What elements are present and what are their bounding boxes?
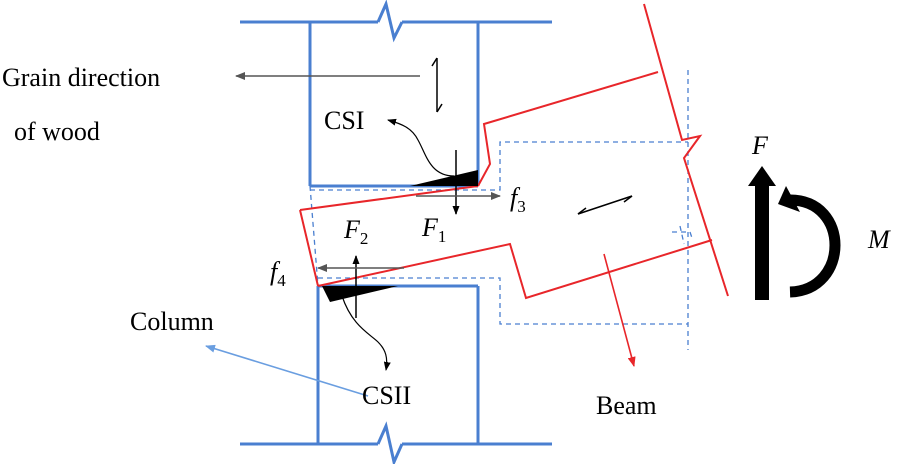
force-F-arrow [748,166,776,300]
moment-M-arrow [778,186,841,298]
compression-zone-csii [322,286,398,302]
beam-label: Beam [596,391,657,420]
original-beam-outline [309,70,693,350]
beam-leader [603,253,636,367]
csii-label: CSII [362,381,411,410]
grain-label-line1: Grain direction [2,63,160,92]
compression-zone-csi [410,170,478,186]
column-upper [240,0,552,188]
column-leader [205,344,369,397]
F2-label: F2 [343,215,368,248]
csi-label: CSI [324,106,364,135]
rotated-beam [299,3,729,300]
force-F-label: F [751,131,769,160]
grain-direction-symbol [431,57,443,113]
F1-label: F1 [421,213,446,246]
csii-leader [341,295,391,371]
beam-grain-symbol [577,195,633,215]
column-lower [240,284,552,464]
grain-label-line2: of wood [14,117,100,146]
csi-leader [387,118,455,177]
f3-label: f3 [510,183,526,216]
f4-label: f4 [270,257,286,290]
moment-M-label: M [867,225,891,254]
column-label: Column [130,307,214,336]
